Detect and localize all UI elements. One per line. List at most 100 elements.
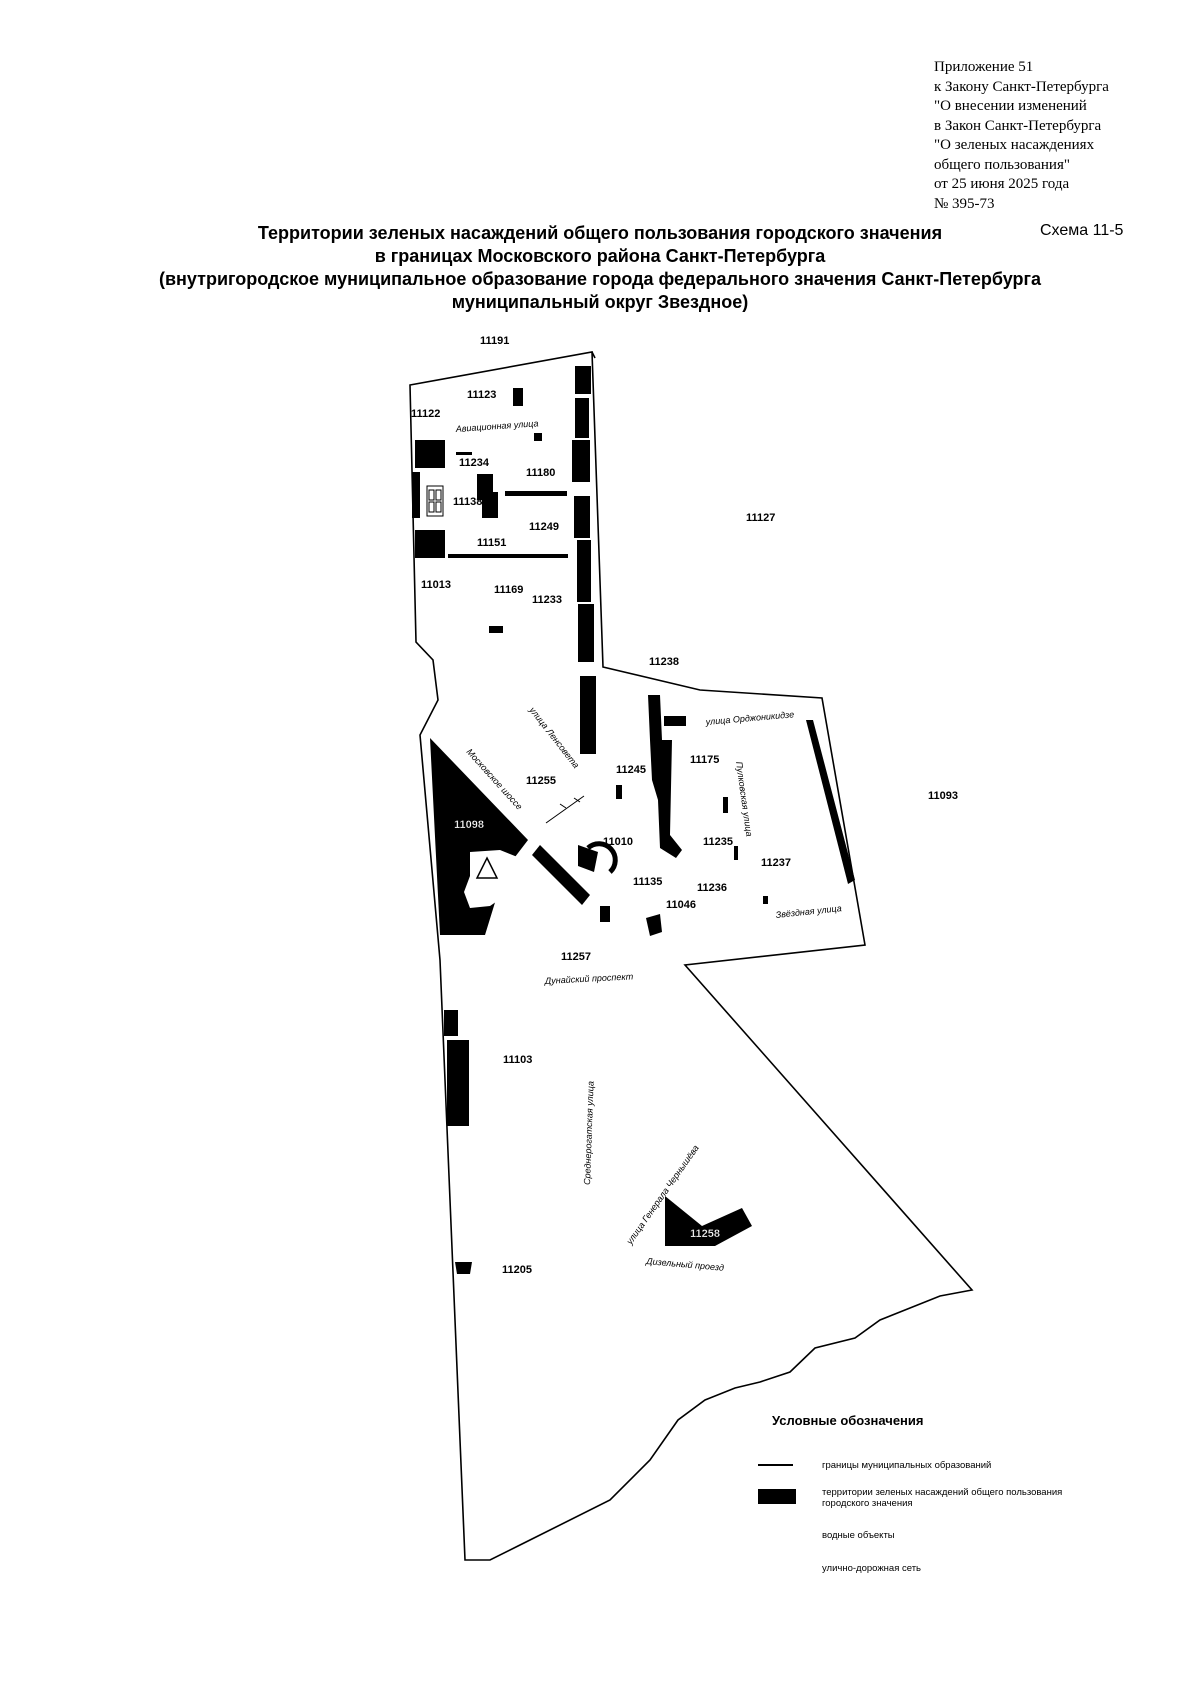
title-line: в границах Московского района Санкт-Пете… [374, 246, 826, 266]
area-label: 11235 [703, 836, 733, 848]
area-label: 11123 [467, 389, 496, 401]
area-label: 11238 [649, 656, 679, 668]
green-area [664, 716, 686, 726]
title-line: (внутригородское муниципальное образован… [159, 269, 1041, 289]
street-label: улица Ленсовета [527, 704, 581, 770]
area-label: 11257 [561, 951, 591, 963]
area-label: 11046 [666, 899, 696, 911]
appendix-line: Приложение 51 [934, 59, 1034, 75]
area-label: 11010 [603, 836, 633, 848]
green-area [477, 474, 498, 518]
green-area [455, 1262, 472, 1274]
green-area [575, 398, 589, 438]
appendix-line: в Закон Санкт-Петербурга [934, 117, 1102, 134]
legend-symbols [758, 1464, 796, 1504]
area-label: 11098 [454, 819, 484, 831]
green-area [648, 695, 682, 858]
area-label: 11233 [532, 594, 562, 606]
green-area [456, 452, 472, 455]
area-label: 11138 [453, 496, 482, 508]
street-label: Авиационная улица [454, 418, 538, 434]
appendix-line: № 395-73 [934, 195, 995, 212]
legend-item-boundary: границы муниципальных образований [822, 1460, 992, 1471]
green-area-11098 [430, 738, 528, 935]
green-area [763, 896, 768, 904]
green-area [734, 846, 738, 860]
green-area [447, 1040, 469, 1126]
area-label: 11258 [690, 1228, 720, 1240]
street-label: Дунайский проспект [544, 971, 634, 986]
legend-item-green-areas: территории зеленых насаждений общего пол… [822, 1487, 1063, 1509]
area-label: 11180 [526, 467, 555, 479]
green-area [580, 676, 596, 754]
street-label: Среднерогатская улица [582, 1081, 596, 1185]
green-area-11010 [586, 841, 618, 874]
legend-item-roads: улично-дорожная сеть [822, 1563, 922, 1574]
appendix-line: "О внесении изменений [934, 98, 1087, 114]
green-area [646, 914, 662, 936]
green-area [532, 845, 590, 905]
green-area-11258 [665, 1196, 752, 1246]
page-title: Территории зеленых насаждений общего пол… [100, 222, 1100, 314]
municipal-boundary [591, 351, 596, 359]
legend-title: Условные обозначения [772, 1413, 924, 1428]
area-label: 11236 [697, 882, 727, 894]
appendix-line: общего пользования" [934, 156, 1070, 173]
street-label: Дизельный проезд [645, 1256, 725, 1273]
area-label: 11205 [502, 1264, 532, 1276]
green-area [534, 433, 542, 441]
area-label: 11151 [477, 537, 506, 549]
district-boundary [409, 351, 974, 1561]
green-area [572, 440, 590, 482]
area-label: 11175 [690, 754, 719, 766]
street-lines [545, 795, 585, 824]
appendix-line: к Закону Санкт-Петербурга [934, 78, 1109, 95]
street-label: Звёздная улица [775, 903, 842, 920]
area-label: 11255 [526, 775, 556, 787]
area-label: 11245 [616, 764, 646, 776]
green-area [489, 626, 503, 633]
green-area [444, 1010, 458, 1036]
area-label: 11249 [529, 521, 559, 533]
legend-green-symbol [758, 1489, 796, 1504]
green-area [723, 797, 728, 813]
appendix-line: от 25 июня 2025 года [934, 176, 1070, 192]
appendix-note: Приложение 51 к Закону Санкт-Петербурга … [934, 58, 1109, 214]
title-line: Территории зеленых насаждений общего пол… [257, 223, 943, 243]
green-area [513, 388, 523, 406]
legend-item-water: водные объекты [822, 1530, 895, 1541]
area-label: 11169 [494, 584, 523, 596]
title-line: муниципальный округ Звездное) [451, 292, 749, 312]
green-area [448, 554, 568, 558]
scheme-number: Схема 11-5 [1040, 222, 1124, 239]
island-marker [475, 856, 499, 879]
appendix-line: "О зеленых насаждениях [934, 137, 1095, 153]
area-label: 11093 [928, 790, 958, 802]
area-label: 11234 [459, 457, 490, 469]
area-label: 11013 [421, 579, 451, 591]
green-area [806, 720, 855, 884]
area-label: 11127 [746, 512, 775, 524]
green-area [600, 906, 610, 922]
area-label: 11122 [411, 408, 440, 420]
street-label: Пулковская улица [734, 761, 754, 837]
green-area [575, 366, 591, 394]
area-label: 11237 [761, 857, 791, 869]
green-area [415, 440, 445, 468]
green-area [505, 491, 567, 496]
green-area [616, 785, 622, 799]
area-label: 11135 [633, 876, 662, 888]
green-area [577, 540, 591, 602]
green-area [578, 845, 598, 872]
green-area [415, 530, 445, 558]
green-area [412, 472, 420, 518]
area-label: 11191 [480, 335, 509, 347]
block-11138-detail [426, 485, 444, 517]
green-areas [412, 366, 855, 1274]
green-area [578, 604, 594, 662]
street-label: улица Орджоникидзе [704, 709, 794, 727]
water-object [464, 850, 520, 908]
green-area [574, 496, 590, 538]
area-label: 11103 [503, 1054, 532, 1066]
